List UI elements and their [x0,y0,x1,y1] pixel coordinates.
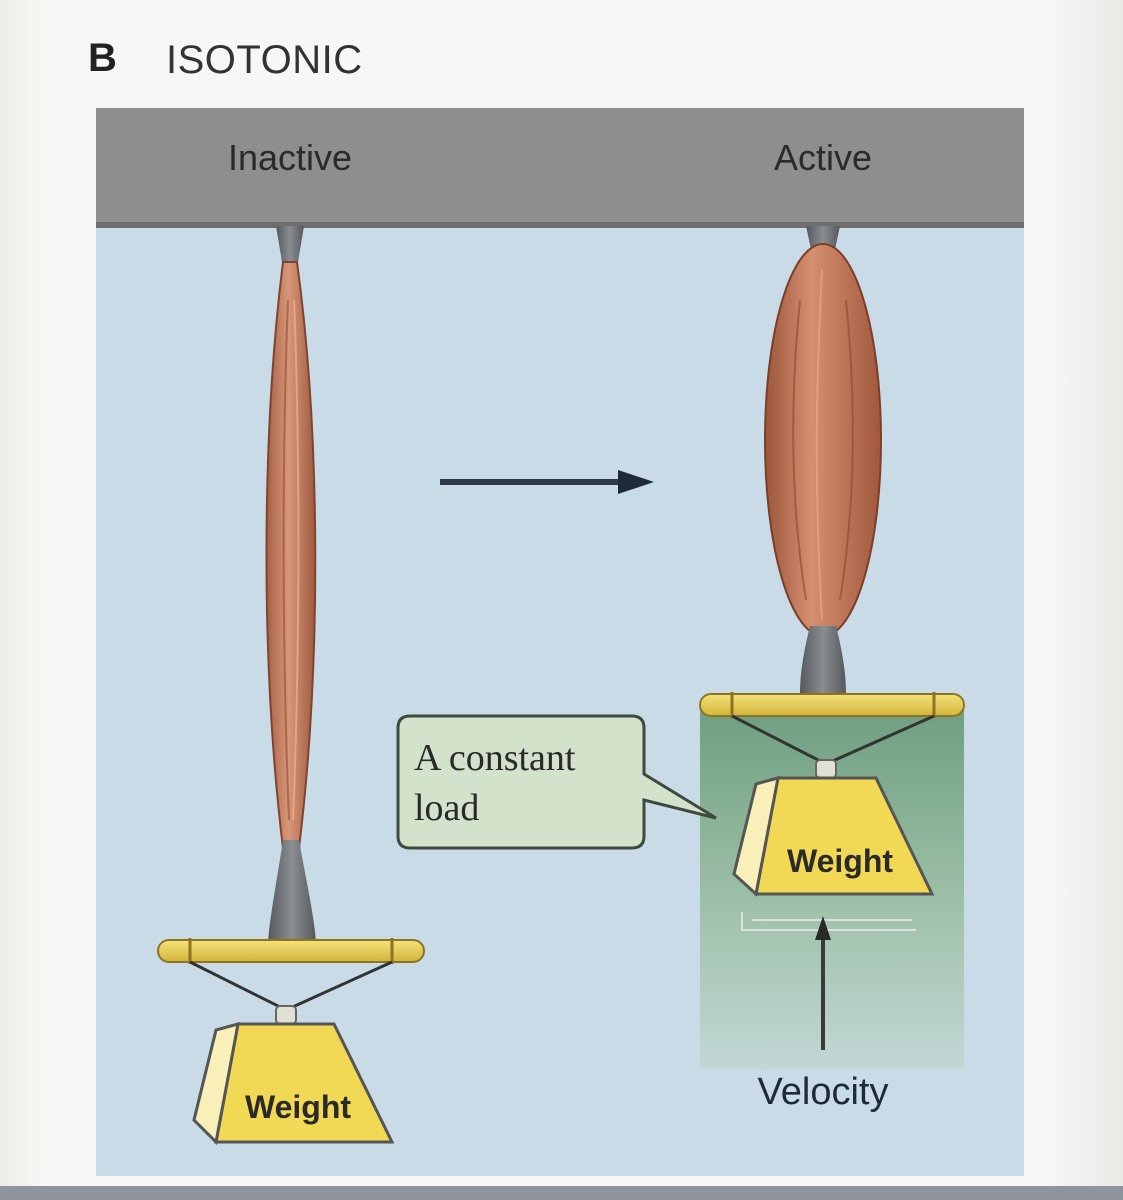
inactive-weight: Weight [192,1021,395,1146]
transition-arrow [440,470,654,494]
active-muscle-assembly: Weight [699,226,965,931]
velocity-label: Velocity [758,1071,889,1113]
ceiling-bar [96,108,1024,226]
ceiling-edge [96,222,1024,228]
active-hanger-bar [699,693,965,717]
bottom-bar [0,1186,1123,1200]
active-muscle [764,243,882,637]
inactive-weight-label: Weight [245,1089,351,1125]
active-weight: Weight [732,775,935,897]
velocity-arrow [815,916,831,1050]
panel-letter: B [88,36,118,80]
inactive-top-tendon [276,226,304,262]
active-bottom-tendon [800,626,846,694]
inactive-label: Inactive [228,137,352,178]
inactive-muscle-assembly: Weight [157,226,425,1146]
inactive-hanger-bar [157,939,425,963]
callout-line-1: A constant [414,737,576,779]
callout-line-2: load [414,787,479,829]
constant-load-callout: A constant load [396,714,717,850]
active-weight-label: Weight [787,843,893,879]
panel-title: ISOTONIC [166,38,363,82]
active-label: Active [774,137,872,178]
inactive-bottom-tendon [268,840,316,942]
